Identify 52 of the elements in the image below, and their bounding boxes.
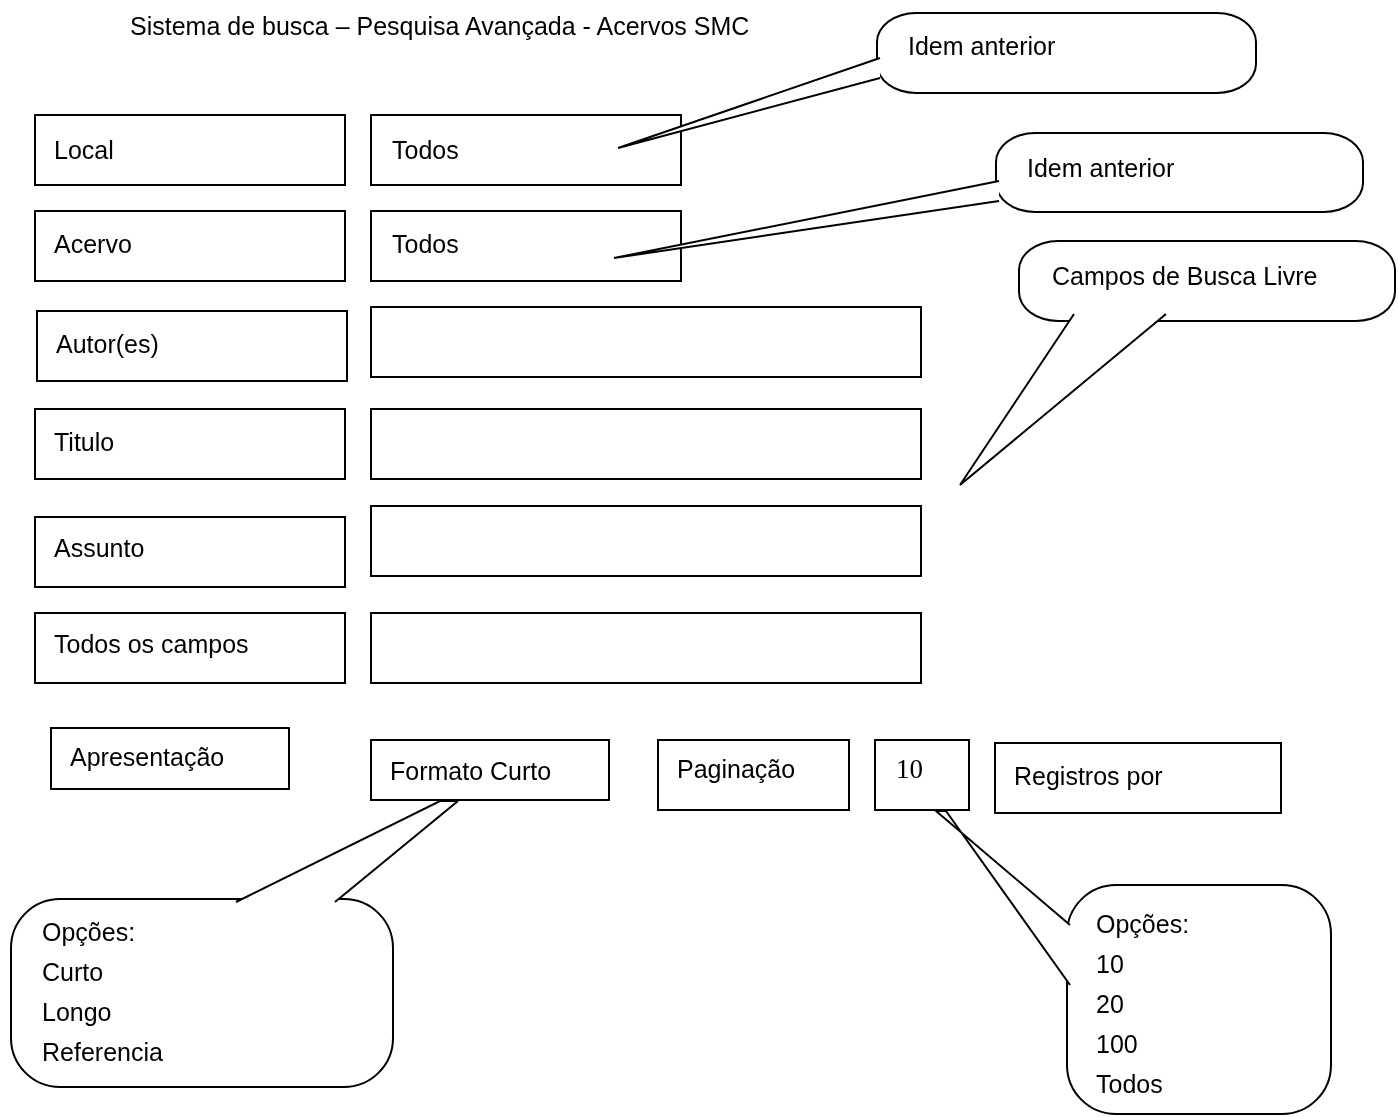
callout-text: Opções: bbox=[1096, 909, 1190, 940]
select-field bbox=[874, 739, 970, 811]
input-field bbox=[370, 408, 922, 480]
select-field bbox=[370, 210, 682, 282]
field-label-box bbox=[994, 742, 1282, 814]
callout-text: Referencia bbox=[42, 1037, 163, 1068]
field-label: Todos os campos bbox=[54, 629, 249, 660]
callout-text: Idem anterior bbox=[908, 31, 1056, 62]
callout-text: Opções: bbox=[42, 917, 136, 948]
input-field bbox=[370, 306, 922, 378]
callout-tail bbox=[933, 810, 1071, 986]
callout-text: Campos de Busca Livre bbox=[1052, 261, 1318, 292]
field-label: Paginação bbox=[677, 754, 796, 785]
field-label-box bbox=[34, 516, 346, 588]
field-value: Todos bbox=[392, 135, 459, 166]
callout-bubble bbox=[876, 12, 1257, 94]
field-label-box bbox=[50, 727, 290, 790]
callout-text: Idem anterior bbox=[1027, 153, 1175, 184]
callout-text: 10 bbox=[1096, 949, 1124, 980]
field-label: Local bbox=[54, 135, 114, 166]
field-label: Autor(es) bbox=[56, 329, 159, 360]
callout-text: 20 bbox=[1096, 989, 1124, 1020]
field-label: Titulo bbox=[54, 427, 115, 458]
field-label-box bbox=[34, 408, 346, 480]
diagram-title: Sistema de busca – Pesquisa Avançada - Acervos SMC bbox=[130, 12, 750, 41]
field-value: Formato Curto bbox=[390, 756, 552, 787]
callout-tail bbox=[235, 800, 459, 903]
callout-tail bbox=[613, 180, 1000, 259]
field-value: Todos bbox=[392, 229, 459, 260]
callout-bubble bbox=[1066, 884, 1332, 1115]
callout-text: Curto bbox=[42, 957, 104, 988]
callout-text: Longo bbox=[42, 997, 112, 1028]
field-label: Acervo bbox=[54, 229, 132, 260]
field-label-box bbox=[36, 310, 348, 382]
callout-text: 100 bbox=[1096, 1029, 1138, 1060]
field-label: Registros por bbox=[1014, 761, 1163, 792]
callout-tail bbox=[617, 57, 881, 149]
callout-text: Todos bbox=[1096, 1069, 1163, 1100]
select-field bbox=[370, 739, 610, 801]
field-label: Assunto bbox=[54, 533, 145, 564]
callout-bubble bbox=[995, 132, 1364, 213]
field-label-box bbox=[34, 114, 346, 186]
input-field bbox=[370, 505, 922, 577]
field-value: 10 bbox=[896, 753, 923, 786]
field-label-box bbox=[657, 739, 850, 811]
field-label-box bbox=[34, 210, 346, 282]
callout-tail bbox=[959, 313, 1167, 486]
field-label: Apresentação bbox=[70, 742, 225, 773]
input-field bbox=[370, 612, 922, 684]
callout-bubble bbox=[1018, 240, 1396, 322]
field-label-box bbox=[34, 612, 346, 684]
select-field bbox=[370, 114, 682, 186]
